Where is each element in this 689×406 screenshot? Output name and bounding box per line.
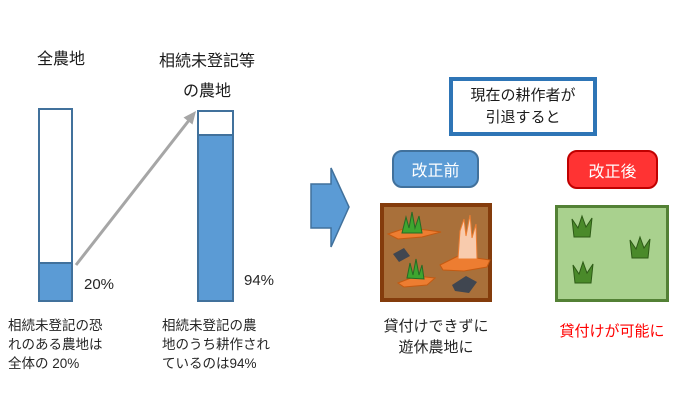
grass-field-image	[555, 205, 669, 302]
retirement-callout-line1: 現在の耕作者が	[470, 86, 576, 104]
before-result-line1: 貸付けできずに	[383, 318, 489, 335]
left-bar-caption: 相続未登記の恐 れのある農地は 全体の 20%	[8, 316, 128, 373]
grass-tuft-icon	[571, 214, 593, 238]
left-bar-value-label: 20%	[84, 276, 115, 293]
bar-to-bar-arrow-icon	[74, 111, 196, 266]
grass-tuft-icon	[629, 235, 651, 259]
right-bar-caption-line3: ているのは94%	[162, 356, 257, 371]
idle-farmland-image	[380, 203, 492, 302]
retirement-callout-box: 現在の耕作者が 引退すると	[449, 77, 597, 136]
stump-icon	[457, 214, 478, 260]
before-result-caption: 貸付けできずに 遊休農地に	[366, 316, 506, 358]
right-bar-caption-line2: 地のうち耕作され	[162, 337, 270, 352]
right-bar-value-label: 94%	[244, 272, 275, 289]
after-revision-badge: 改正後	[567, 150, 658, 189]
retirement-callout-line2: 引退すると	[485, 108, 561, 126]
big-right-arrow-icon	[310, 167, 350, 248]
weed-icon	[406, 258, 425, 280]
all-farmland-bar	[38, 108, 73, 302]
right-bar-caption: 相続未登記の農 地のうち耕作され ているのは94%	[162, 316, 288, 373]
unregistered-farmland-bar	[197, 110, 234, 302]
left-bar-caption-line2: れのある農地は	[8, 337, 103, 352]
before-revision-badge: 改正前	[392, 150, 479, 188]
right-bar-caption-line1: 相続未登記の農	[162, 318, 257, 333]
left-bar-caption-line1: 相続未登記の恐	[8, 318, 103, 333]
before-revision-badge-label: 改正前	[411, 163, 460, 180]
all-farmland-bar-fill	[40, 261, 71, 300]
right-bar-title-line2: の農地	[182, 83, 231, 100]
stone-icon	[393, 248, 410, 262]
after-revision-badge-label: 改正後	[588, 163, 637, 181]
left-bar-caption-line3: 全体の 20%	[8, 356, 80, 371]
right-bar-title-line1: 相続未登記等	[158, 53, 255, 70]
stone-icon	[452, 276, 477, 293]
before-result-line2: 遊休農地に	[398, 339, 474, 356]
unregistered-farmland-bar-fill	[199, 134, 232, 300]
left-bar-title: 全農地	[36, 51, 85, 68]
after-result-caption: 貸付けが可能に	[559, 323, 665, 340]
weed-icon	[401, 211, 423, 234]
grass-tuft-icon	[572, 260, 594, 284]
right-bar-title: 相続未登記等 の農地	[147, 47, 267, 107]
